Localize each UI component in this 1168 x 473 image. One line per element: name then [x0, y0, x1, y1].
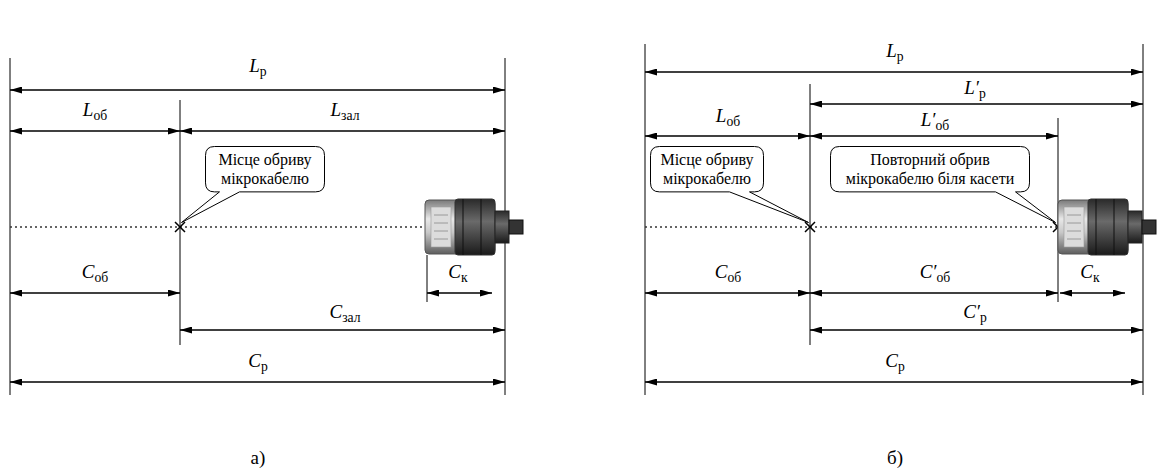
label-part: об — [726, 114, 740, 129]
label-part: об — [937, 270, 951, 285]
callout-text: Місце обриву мікрокабелю — [650, 146, 764, 192]
label-part: р — [980, 310, 987, 325]
dimension-label: Cк — [448, 262, 467, 283]
label-part: р — [261, 359, 268, 374]
callout-bubble: Місце обриву мікрокабелю — [650, 146, 764, 192]
label-part: об — [93, 108, 107, 123]
label-part: р — [897, 49, 904, 64]
label-part: C — [82, 261, 95, 282]
dimension-label: C′р — [963, 302, 987, 323]
label-part: C — [248, 350, 261, 371]
label-part: об — [94, 270, 108, 285]
dimension-label: Cр — [885, 351, 905, 372]
callout-bubble: Повторний обрив мікрокабелю біля касети — [830, 146, 1030, 192]
cassette-picture — [1058, 199, 1156, 255]
label-part: C — [715, 261, 728, 282]
label-part: об — [727, 270, 741, 285]
label-part: об — [935, 118, 949, 133]
label-part: L′ — [921, 109, 936, 130]
dimension-label: C′об — [920, 262, 951, 283]
label-part: р — [260, 64, 267, 79]
microcable-line — [645, 226, 1058, 228]
label-part: C — [329, 301, 342, 322]
callout-shape — [182, 147, 325, 223]
dimension-label: а) — [251, 448, 266, 469]
break-mark — [175, 222, 185, 232]
label-part: к — [461, 270, 468, 285]
dimension-label: Lоб — [83, 100, 107, 121]
label-part: L — [331, 99, 342, 120]
dimension-label: Cоб — [715, 262, 741, 283]
dimension-label: Lзал — [331, 100, 360, 121]
callout-text: Місце обриву мікрокабелю — [205, 146, 325, 192]
label-part: C — [1080, 261, 1093, 282]
dimension-label: Cк — [1080, 262, 1099, 283]
dimension-label: L′об — [921, 110, 950, 131]
dimension-label: Lоб — [716, 106, 740, 127]
cassette-picture — [425, 199, 523, 255]
dimension-label: Cоб — [82, 262, 108, 283]
callout-shape — [831, 147, 1056, 223]
callout-text: Повторний обрив мікрокабелю біля касети — [830, 146, 1030, 192]
label-part: зал — [341, 108, 359, 123]
callout-shape — [651, 147, 809, 223]
dimension-label: Cзал — [329, 302, 360, 323]
break-mark — [805, 222, 815, 232]
label-part: C — [885, 350, 898, 371]
dimension-label: Cр — [248, 351, 268, 372]
dimension-label: Lр — [886, 41, 903, 62]
label-part: L — [83, 99, 94, 120]
dimension-label: б) — [887, 448, 903, 469]
label-part: C — [448, 261, 461, 282]
label-part: C′ — [963, 301, 980, 322]
callout-bubble: Місце обриву мікрокабелю — [205, 146, 325, 192]
label-part: C′ — [920, 261, 937, 282]
label-part: L — [886, 40, 897, 61]
label-part: а) — [251, 447, 266, 468]
label-part: б) — [887, 447, 903, 468]
label-part: L — [716, 105, 727, 126]
label-part: к — [1093, 270, 1100, 285]
label-part: L′ — [964, 77, 979, 98]
label-part: р — [898, 359, 905, 374]
label-part: р — [979, 86, 986, 101]
microcable-line — [10, 226, 425, 228]
dimension-label: Lр — [249, 56, 266, 77]
dimension-label: L′р — [964, 78, 986, 99]
label-part: зал — [342, 310, 360, 325]
label-part: L — [249, 55, 260, 76]
